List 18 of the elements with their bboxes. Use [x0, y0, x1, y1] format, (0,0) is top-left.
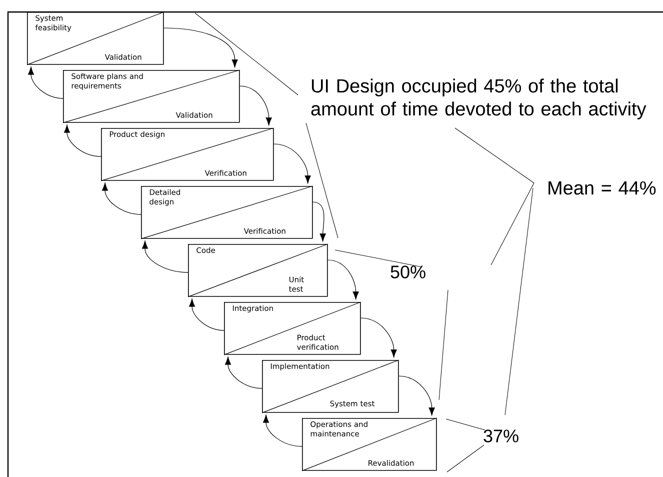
- arrow: [328, 260, 359, 300]
- arrow: [224, 356, 262, 389]
- arrow: [28, 66, 64, 99]
- arrow: [360, 318, 397, 358]
- annotation: 37%: [484, 430, 518, 442]
- annotation: Mean = 44%: [548, 181, 656, 195]
- annotation: UI Design occupied 45% of the total amount of time devoted to each activity: [311, 78, 646, 120]
- annotation: 50%: [390, 266, 426, 278]
- arrow: [262, 414, 302, 447]
- arrow: [102, 182, 142, 215]
- arrow: [240, 86, 272, 126]
- arrow: [398, 376, 435, 416]
- arrow: [64, 124, 102, 157]
- arrow: [164, 28, 238, 68]
- arrow: [274, 144, 311, 184]
- arrow: [188, 298, 224, 331]
- arrow: [312, 202, 326, 242]
- arrow: [142, 240, 188, 273]
